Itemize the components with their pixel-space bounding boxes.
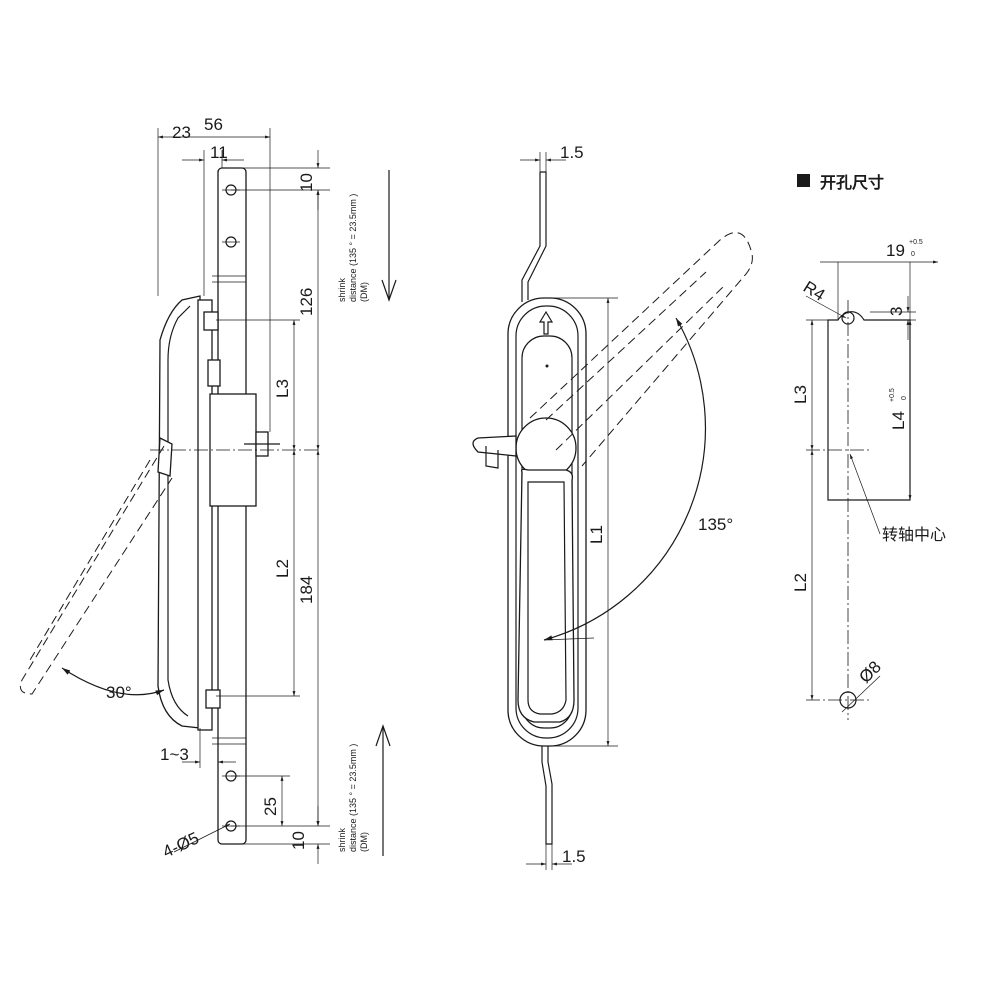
handle-open-outline xyxy=(19,445,173,695)
dim-11: 11 xyxy=(210,143,228,162)
side-lever xyxy=(472,435,517,457)
dim-30deg: 30° xyxy=(106,683,132,702)
svg-text:shrink: shrink xyxy=(337,277,347,302)
dim-25: 25 xyxy=(261,797,280,816)
pivot-center-label: 转轴中心 xyxy=(882,526,946,544)
angle-arc-30 xyxy=(61,667,165,696)
dim-3: 3 xyxy=(887,307,906,316)
dim-L4: L4 xyxy=(889,411,908,430)
dim-1-to-3: 1~3 xyxy=(160,745,189,764)
dim-19: 19 xyxy=(886,241,905,260)
handle-rotated-outline xyxy=(529,232,753,467)
dim-4-holes: 4-Ø5 xyxy=(160,828,202,861)
side-view xyxy=(19,128,397,864)
dim-19-tol-upper: +0.5 xyxy=(909,239,923,246)
dim-1-5-bottom: 1.5 xyxy=(562,847,586,866)
cutout-title: 开孔尺寸 xyxy=(820,173,884,192)
dim-L4-tol-lower: 0 xyxy=(901,396,908,400)
svg-text:(DM): (DM) xyxy=(359,282,369,302)
dim-10-bottom: 10 xyxy=(289,831,308,850)
shrink-note-top: shrink distance (135 ° = 23.5mm ) (DM) xyxy=(337,194,369,302)
cutout-outline xyxy=(827,311,911,501)
svg-text:(DM): (DM) xyxy=(359,832,369,852)
svg-text:distance (135 ° = 23.5mm ): distance (135 ° = 23.5mm ) xyxy=(348,194,358,302)
dim-L1: L1 xyxy=(587,525,606,544)
dim-23: 23 xyxy=(172,123,191,142)
dim-dia8: Ø8 xyxy=(855,657,884,686)
dim-L4-tol-upper: +0.5 xyxy=(889,388,896,402)
shrink-note-bottom: shrink distance (135 ° = 23.5mm ) (DM) xyxy=(337,744,369,852)
dim-L2-cutout: L2 xyxy=(791,573,810,592)
dim-1-5-top: 1.5 xyxy=(560,143,584,162)
handle-body xyxy=(157,295,201,729)
front-view xyxy=(472,152,753,870)
dim-L2: L2 xyxy=(273,559,292,578)
cutout-view xyxy=(797,174,938,720)
top-rod xyxy=(527,171,547,300)
dim-184: 184 xyxy=(297,576,316,604)
title-square-icon xyxy=(797,174,810,187)
bottom-rod xyxy=(541,744,553,845)
svg-text:distance (135 ° = 23.5mm ): distance (135 ° = 23.5mm ) xyxy=(348,744,358,852)
dim-R4: R4 xyxy=(800,277,829,305)
dim-10-top: 10 xyxy=(297,173,316,192)
svg-text:shrink: shrink xyxy=(337,827,347,852)
dim-L3: L3 xyxy=(273,379,292,398)
dim-126: 126 xyxy=(297,288,316,316)
dim-56: 56 xyxy=(204,115,223,134)
dim-19-tol-lower: 0 xyxy=(911,251,915,258)
screw-icon xyxy=(207,359,221,387)
angle-arc-135 xyxy=(543,317,706,641)
handle-flange xyxy=(197,299,213,731)
dim-135deg: 135° xyxy=(698,515,733,534)
screw-icon xyxy=(205,689,221,709)
dim-L3-cutout: L3 xyxy=(791,385,810,404)
screw-icon xyxy=(203,311,219,331)
